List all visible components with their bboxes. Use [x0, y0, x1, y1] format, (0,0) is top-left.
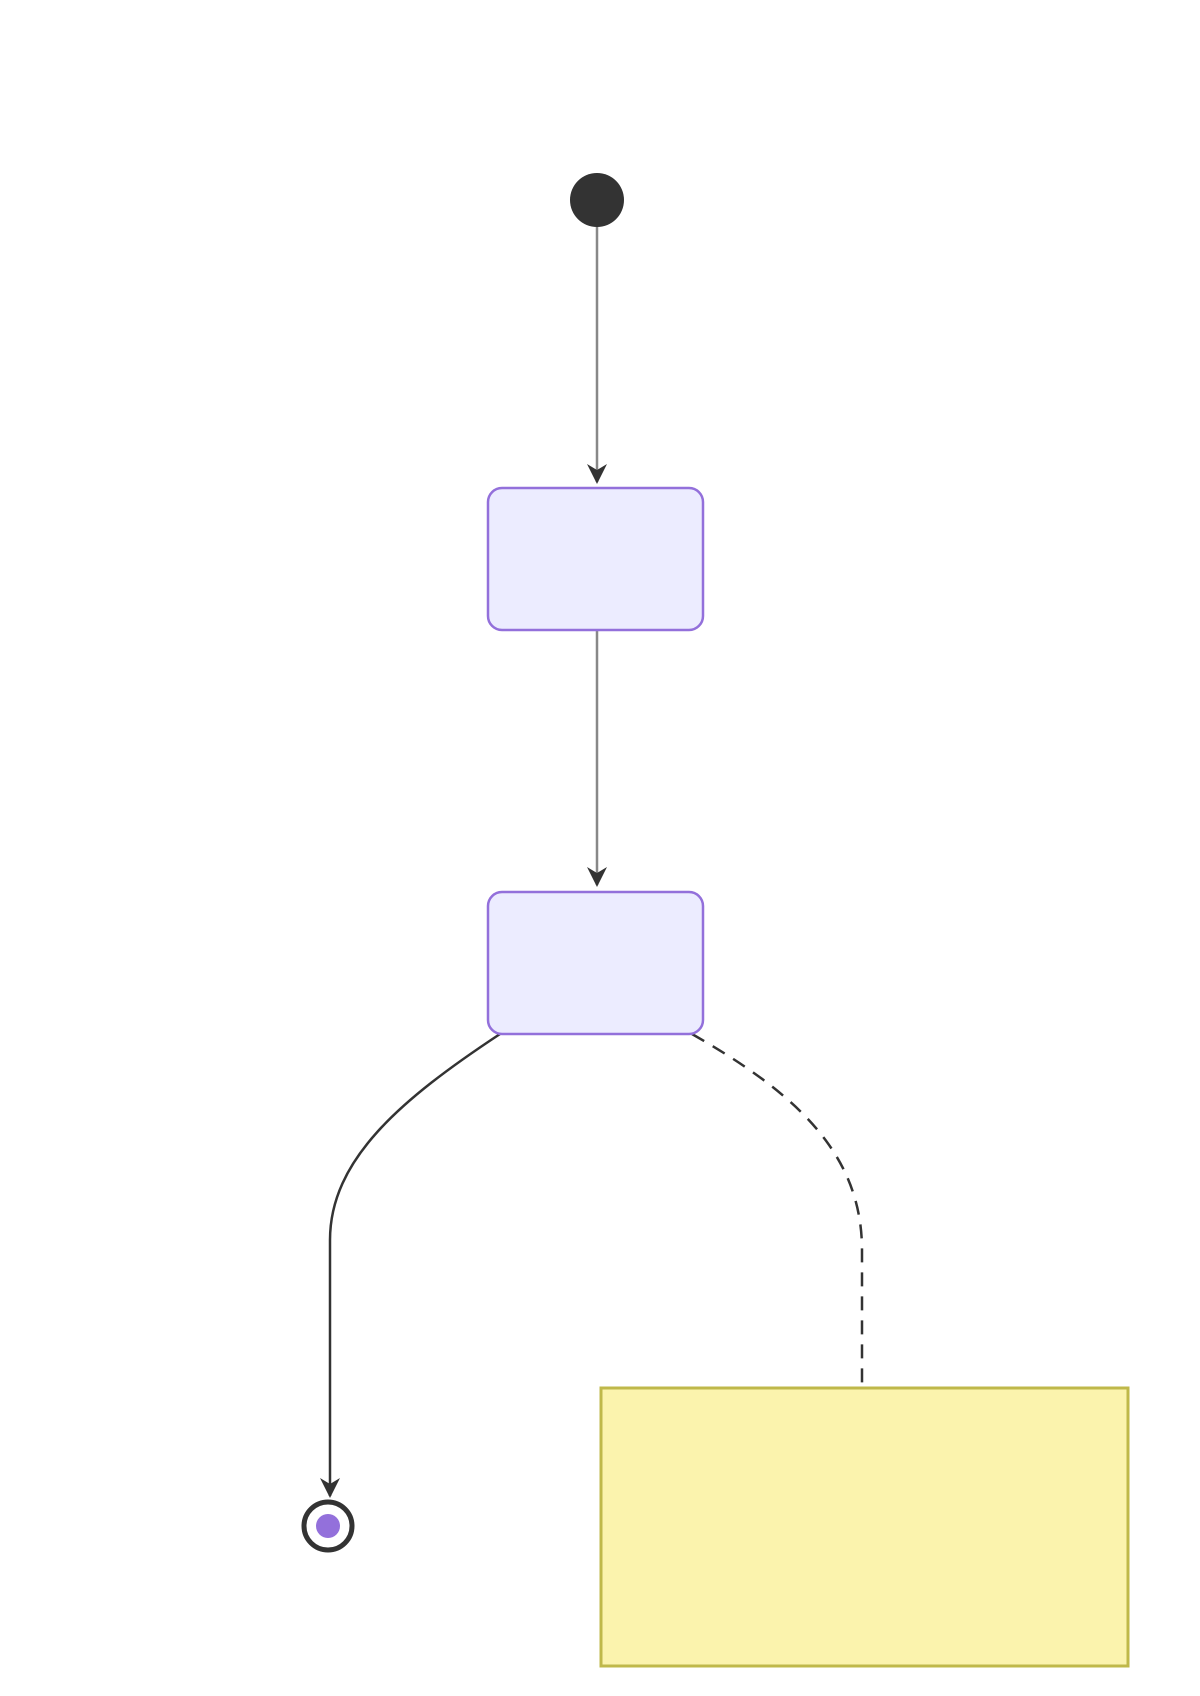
state-2-box — [486, 890, 705, 1036]
state-1 — [486, 486, 705, 632]
final-state — [301, 1499, 355, 1553]
note-box — [599, 1386, 1130, 1668]
note-connector — [691, 1032, 864, 1385]
final-state-dot — [316, 1514, 340, 1538]
state-2 — [486, 890, 705, 1036]
transition-state-2-to-end — [320, 1032, 501, 1498]
initial-state — [570, 173, 624, 227]
note — [599, 1386, 1130, 1668]
state-1-box — [486, 486, 705, 632]
